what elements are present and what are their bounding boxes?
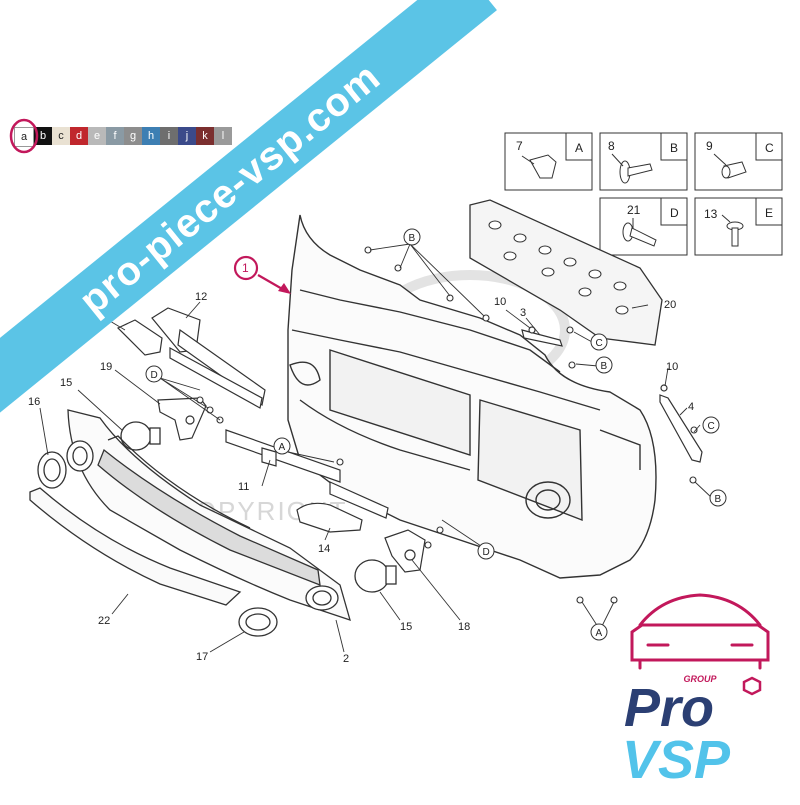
provsp-logo: GROUP Pro VSP — [622, 593, 770, 790]
legend-box-d: 21 D — [599, 197, 688, 256]
part-15-foglamp-left — [120, 421, 161, 451]
logo-hex-icon — [742, 676, 762, 696]
svg-text:D: D — [483, 547, 490, 558]
reflector-insert — [329, 481, 389, 519]
callout-15-right: 15 — [400, 621, 412, 633]
svg-text:B: B — [715, 494, 722, 505]
logo-pro-text: Pro — [624, 678, 714, 738]
color-swatch-f[interactable]: f — [106, 127, 124, 145]
callout-4: 4 — [688, 401, 694, 413]
callout-18: 18 — [458, 621, 470, 633]
callout-15-left: 15 — [60, 377, 72, 389]
callout-1-arrow — [233, 255, 291, 294]
part-17-trim-ring — [238, 607, 278, 637]
legend-number-e: 13 — [704, 207, 718, 221]
legend-number-a: 7 — [516, 139, 523, 153]
legend-box-a: 7 A — [504, 132, 593, 191]
letter-c-right: C — [702, 416, 720, 434]
logo-vsp-text: VSP — [622, 730, 731, 790]
part-16-trim-ring — [37, 451, 67, 489]
legend-number-b: 8 — [608, 139, 615, 153]
color-swatch-i[interactable]: i — [160, 127, 178, 145]
part-19-foglamp-bracket — [157, 397, 207, 441]
svg-text:A: A — [596, 628, 603, 639]
part-20-absorber — [469, 199, 663, 346]
legend-letter-e: E — [765, 206, 773, 220]
svg-text:D: D — [151, 370, 158, 381]
color-swatch-e[interactable]: e — [88, 127, 106, 145]
part-14-lamp-left — [116, 319, 163, 356]
color-swatch-g[interactable]: g — [124, 127, 142, 145]
callout-16: 16 — [28, 396, 40, 408]
letter-d-left: D — [145, 365, 163, 383]
legend-box-c: 9 C — [694, 132, 783, 191]
svg-text:C: C — [596, 338, 603, 349]
color-swatch-l[interactable]: l — [214, 127, 232, 145]
callout-12: 12 — [195, 291, 207, 303]
letter-a-left: A — [273, 437, 291, 455]
legend-letter-c: C — [765, 141, 774, 155]
callout-14-bottom: 14 — [318, 543, 330, 555]
callout-10-mid: 10 — [494, 296, 506, 308]
fastener-legend: 7 A 8 B 9 C 21 D — [504, 132, 783, 256]
letter-b-mid: B — [595, 356, 613, 374]
logo-group-text: GROUP — [683, 674, 717, 684]
letter-d-bottom: D — [477, 542, 495, 560]
callout-19: 19 — [100, 361, 112, 373]
color-swatch-h[interactable]: h — [142, 127, 160, 145]
callout-1: 1 — [242, 261, 249, 275]
color-swatch-c[interactable]: c — [52, 127, 70, 145]
callout-numbers: 1 12 14 19 15 16 3 10 10 4 20 11 14 22 1… — [28, 261, 694, 665]
callout-22: 22 — [98, 615, 110, 627]
letter-b-right: B — [709, 489, 727, 507]
swatch-highlight-circle — [9, 118, 39, 154]
part-12-reflector — [151, 307, 266, 409]
callout-3: 3 — [520, 307, 526, 319]
legend-box-b: 8 B — [599, 132, 688, 191]
color-swatch-b[interactable]: b — [34, 127, 52, 145]
letter-c-mid: C — [590, 333, 608, 351]
color-swatch-a[interactable]: a — [14, 127, 34, 147]
letter-a-bottom: A — [590, 623, 608, 641]
part-11-mounting-strip — [225, 429, 341, 483]
fastener-letter-callouts: B B B C C D D A A — [145, 228, 727, 641]
legend-letter-d: D — [670, 206, 679, 220]
callout-20: 20 — [664, 299, 676, 311]
color-swatch-j[interactable]: j — [178, 127, 196, 145]
svg-text:B: B — [409, 233, 416, 244]
part-18-foglamp-bracket — [384, 529, 426, 573]
part-14-lamp-right — [296, 502, 363, 533]
part-15-foglamp-right — [354, 559, 397, 593]
svg-text:C: C — [708, 421, 715, 432]
part-1-bumper-cover — [287, 214, 657, 579]
legend-number-c: 9 — [706, 139, 713, 153]
car-outline-icon — [630, 593, 770, 670]
legend-letter-b: B — [670, 141, 678, 155]
svg-text:A: A — [279, 442, 286, 453]
legend-letter-a: A — [575, 141, 583, 155]
callout-11: 11 — [238, 481, 249, 493]
callout-10-right: 10 — [666, 361, 678, 373]
color-swatch-k[interactable]: k — [196, 127, 214, 145]
legend-number-d: 21 — [627, 203, 641, 217]
callout-17: 17 — [196, 651, 208, 663]
part-3-bracket — [521, 326, 563, 347]
part-22-spoiler-lip — [29, 487, 242, 606]
color-swatch-d[interactable]: d — [70, 127, 88, 145]
legend-box-e: 13 E — [694, 197, 783, 256]
callout-2: 2 — [343, 653, 349, 665]
part-4-side-bracket — [659, 384, 703, 463]
letter-b-top: B — [403, 228, 421, 246]
svg-text:B: B — [601, 361, 608, 372]
part-2-lower-grille — [66, 409, 351, 622]
